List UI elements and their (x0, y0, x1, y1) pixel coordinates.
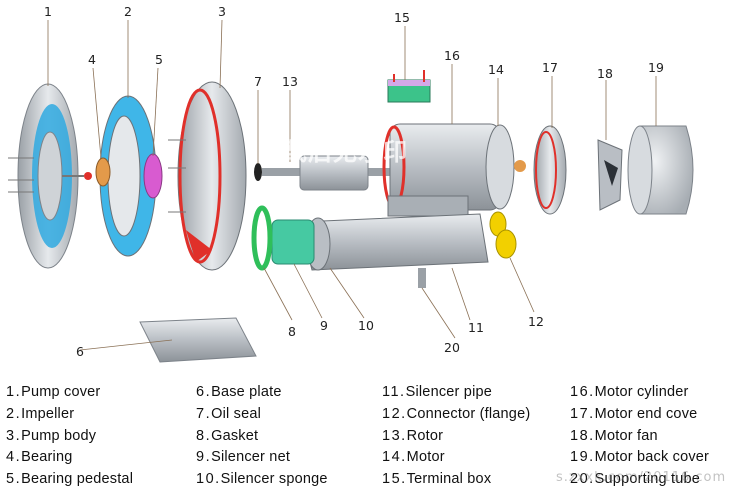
rotor-part (262, 155, 392, 191)
watermark-url: s.zxxk.com/20116.com (556, 470, 727, 485)
callout-15: 15 (394, 10, 410, 25)
legend-item: 11.Silencer pipe (382, 384, 493, 400)
legend-item: 7.Oil seal (196, 405, 262, 422)
silencer-net-part (271, 219, 315, 265)
legend-item: 2.Impeller (6, 405, 75, 422)
legend-item: 16.Motor cylinder (570, 384, 689, 400)
legend-item: 20.Supporting tube (570, 471, 701, 488)
callout-5: 5 (155, 52, 163, 67)
callout-19: 19 (648, 60, 664, 75)
gasket-part (251, 205, 273, 271)
legend-column-2: 6.Base plate 7.Oil seal 8.Gasket 9.Silen… (196, 382, 328, 491)
callout-2: 2 (124, 4, 132, 19)
exploded-diagram: 1 2 3 4 5 6 7 8 9 10 11 12 13 14 15 16 1… (8, 4, 694, 363)
callout-3: 3 (218, 4, 226, 19)
legend-item: 15.Terminal box (382, 471, 492, 488)
legend-item: 8.Gasket (196, 427, 259, 444)
legend-item: 18.Motor fan (570, 427, 658, 444)
legend-column-4: 16.Motor cylinder 17.Motor end cove 18.M… (570, 382, 709, 491)
watermark-text: 下载后无水印 (258, 138, 408, 166)
callout-10: 10 (358, 318, 374, 333)
terminal-box-part (387, 70, 431, 103)
callout-12: 12 (528, 314, 544, 329)
legend-item: 19.Motor back cover (570, 449, 710, 466)
callout-18: 18 (597, 66, 613, 81)
callout-17: 17 (542, 60, 558, 75)
silencer-pipe-part (299, 213, 489, 288)
legend-item: 6.Base plate (196, 384, 282, 400)
callout-14: 14 (488, 62, 504, 77)
connector-flange-part (489, 211, 517, 259)
legend: 1.Pump cover 2.Impeller 3.Pump body 4.Be… (0, 380, 741, 491)
legend-item: 4.Bearing (6, 449, 73, 466)
legend-item: 14.Motor (382, 449, 445, 466)
legend-column-3: 11.Silencer pipe 12.Connector (flange) 1… (382, 382, 530, 491)
legend-column-1: 1.Pump cover 2.Impeller 3.Pump body 4.Be… (6, 382, 133, 491)
motor-fan-part (597, 139, 623, 211)
pump-cover-part (8, 83, 79, 269)
callout-6: 6 (76, 344, 84, 359)
legend-item: 5.Bearing pedestal (6, 471, 134, 488)
callout-9: 9 (320, 318, 328, 333)
callout-4: 4 (88, 52, 96, 67)
legend-item: 9.Silencer net (196, 449, 291, 466)
base-plate-part (139, 317, 257, 363)
callout-1: 1 (44, 4, 52, 19)
legend-item: 17.Motor end cove (570, 405, 698, 422)
motor-back-cover-part (627, 125, 694, 215)
pump-body-part (168, 81, 247, 271)
motor-end-cover-part (514, 125, 567, 215)
legend-item: 1.Pump cover (6, 384, 101, 400)
legend-item: 10.Silencer sponge (196, 471, 328, 488)
callout-11: 11 (468, 320, 484, 335)
oil-seal-part (254, 163, 262, 181)
legend-item: 3.Pump body (6, 427, 97, 444)
callout-8: 8 (288, 324, 296, 339)
callout-16: 16 (444, 48, 460, 63)
legend-item: 12.Connector (flange) (382, 405, 531, 422)
leader-lines (47, 19, 657, 351)
legend-item: 13.Rotor (382, 427, 444, 444)
callout-13: 13 (282, 74, 298, 89)
bearing-pedestal-part (143, 153, 163, 199)
bearing-part (62, 157, 111, 187)
callout-7: 7 (254, 74, 262, 89)
callout-20: 20 (444, 340, 460, 355)
motor-part (382, 123, 515, 217)
